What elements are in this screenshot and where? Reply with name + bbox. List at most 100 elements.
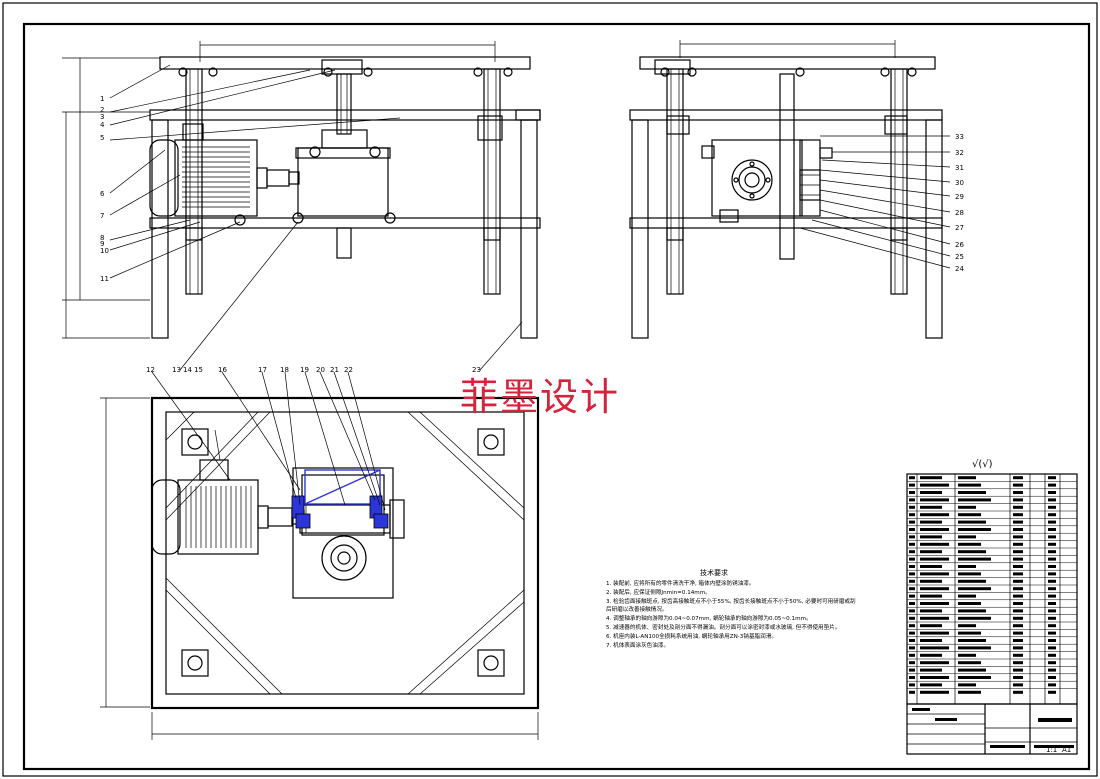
parts-list-cell-mark <box>1013 505 1023 509</box>
parts-list-cell-mark <box>920 476 942 480</box>
parts-list-cell-mark <box>920 690 949 694</box>
roughness-symbol: √(√) <box>972 459 993 470</box>
notes-line-7: 6. 机座内装L-AN100全损耗系统用油, 蜗轮轴承用ZN-3钠基脂润滑。 <box>606 632 777 640</box>
parts-list-cell-mark <box>909 535 915 539</box>
label-7: 7 <box>100 212 104 220</box>
parts-list-cell-mark <box>1048 505 1056 509</box>
parts-list-cell-mark <box>1048 498 1056 502</box>
parts-list-cell-mark <box>920 609 942 613</box>
parts-list-cell-mark <box>1013 535 1023 539</box>
parts-list-cell-mark <box>1013 609 1023 613</box>
parts-list-cell-mark <box>920 639 942 642</box>
parts-list-cell-mark <box>1048 572 1056 576</box>
parts-list-cell-mark <box>1048 661 1056 665</box>
parts-list-cell-mark <box>1048 542 1056 546</box>
parts-list-cell-mark <box>909 683 915 687</box>
parts-list-cell-mark <box>1048 557 1056 561</box>
parts-list-cell-mark <box>1013 572 1023 576</box>
parts-list-cell-mark <box>920 579 942 583</box>
label-20: 20 <box>316 366 325 374</box>
parts-list-cell-mark <box>1048 639 1056 642</box>
parts-list-cell-mark <box>1048 676 1056 679</box>
parts-list-cell-mark <box>920 683 942 687</box>
parts-list-cell-mark <box>1048 624 1056 628</box>
notes-line-6: 5. 减速器的机体、密封处及剖分面不得漏油。剖分面可以涂密封漆或水玻璃, 但不得… <box>606 623 840 631</box>
parts-list-cell-mark <box>920 557 949 561</box>
label-13: 13 <box>172 366 181 374</box>
parts-list-cell-mark <box>909 609 915 613</box>
label-27: 27 <box>955 224 964 232</box>
parts-list-cell-mark <box>920 513 949 517</box>
parts-list-cell-mark <box>920 587 949 591</box>
label-11: 11 <box>100 275 109 283</box>
parts-list-cell-mark <box>1048 609 1056 613</box>
parts-list-cell-mark <box>1013 676 1023 679</box>
parts-list-cell-mark <box>909 690 915 694</box>
notes-line-2: 2. 装配后, 应保证侧隙Jnmin=0.14mm。 <box>606 588 711 596</box>
parts-list-cell-mark <box>920 505 942 509</box>
parts-list-cell-mark <box>1013 528 1023 531</box>
parts-list-cell-mark <box>1013 513 1023 517</box>
parts-list-cell-mark <box>958 683 976 687</box>
parts-list-cell-mark <box>958 602 981 605</box>
label-14: 14 <box>183 366 192 374</box>
parts-list-cell-mark <box>909 624 915 628</box>
parts-list-cell-mark <box>958 483 981 487</box>
parts-list-cell-mark <box>958 661 981 665</box>
label-23: 23 <box>472 366 481 374</box>
parts-list-cell-mark <box>1013 594 1023 598</box>
parts-list-cell-mark <box>909 565 915 568</box>
parts-list-cell-mark <box>909 676 915 679</box>
parts-list-cell-mark <box>1013 587 1023 591</box>
label-10: 10 <box>100 247 109 255</box>
parts-list-cell-mark <box>1013 639 1023 642</box>
parts-list-cell-mark <box>909 542 915 546</box>
parts-list-cell-mark <box>920 572 949 576</box>
parts-list-cell-mark <box>909 550 915 554</box>
parts-list-cell-mark <box>1048 631 1056 635</box>
parts-list-cell-mark <box>909 668 915 672</box>
label-26: 26 <box>955 241 964 249</box>
parts-list-cell-mark <box>958 476 976 480</box>
parts-list-cell-mark <box>920 646 949 650</box>
parts-list-cell-mark <box>1013 683 1023 687</box>
parts-list-cell-mark <box>920 624 942 628</box>
label-31: 31 <box>955 164 964 172</box>
parts-list-cell-mark <box>1048 565 1056 568</box>
label-24: 24 <box>955 265 964 273</box>
parts-list-cell-mark <box>1013 690 1023 694</box>
parts-list-cell-mark <box>958 609 986 613</box>
parts-list-cell-mark <box>909 513 915 517</box>
label-21: 21 <box>330 366 339 374</box>
notes-line-3: 3. 检验齿面接触斑点, 按齿高接触斑点不小于55%, 按齿长接触斑点不小于50… <box>606 597 856 605</box>
label-9: 9 <box>100 240 104 248</box>
parts-list-cell-mark <box>920 528 949 531</box>
parts-list-cell-mark <box>1013 491 1023 494</box>
parts-list-cell-mark <box>909 653 915 657</box>
notes-line-1: 1. 装配前, 应将所有的零件清洗干净, 箱体内壁涂防锈油漆。 <box>606 579 754 587</box>
parts-list-cell-mark <box>920 668 942 672</box>
parts-list-rows <box>907 473 1077 694</box>
parts-list-cell-mark <box>1013 602 1023 605</box>
parts-list-cell-mark <box>958 594 976 598</box>
parts-list-cell-mark <box>1013 550 1023 554</box>
parts-list-cell-mark <box>920 616 949 620</box>
parts-list-cell-mark <box>1013 631 1023 635</box>
parts-list-cell-mark <box>1048 683 1056 687</box>
parts-list-cell-mark <box>909 505 915 509</box>
parts-list-cell-mark <box>958 587 991 591</box>
parts-list-cell-mark <box>1013 565 1023 568</box>
label-32: 32 <box>955 149 964 157</box>
label-5: 5 <box>100 134 104 142</box>
parts-list-cell-mark <box>1048 528 1056 531</box>
parts-list-cell-mark <box>920 676 949 679</box>
parts-list-cell-mark <box>1013 616 1023 620</box>
parts-list-cell-mark <box>909 491 915 494</box>
parts-list-cell-mark <box>1048 602 1056 605</box>
parts-list-cell-mark <box>909 639 915 642</box>
side-view <box>629 40 951 339</box>
parts-list-cell-mark <box>909 498 915 502</box>
parts-list-cell-mark <box>958 505 976 509</box>
